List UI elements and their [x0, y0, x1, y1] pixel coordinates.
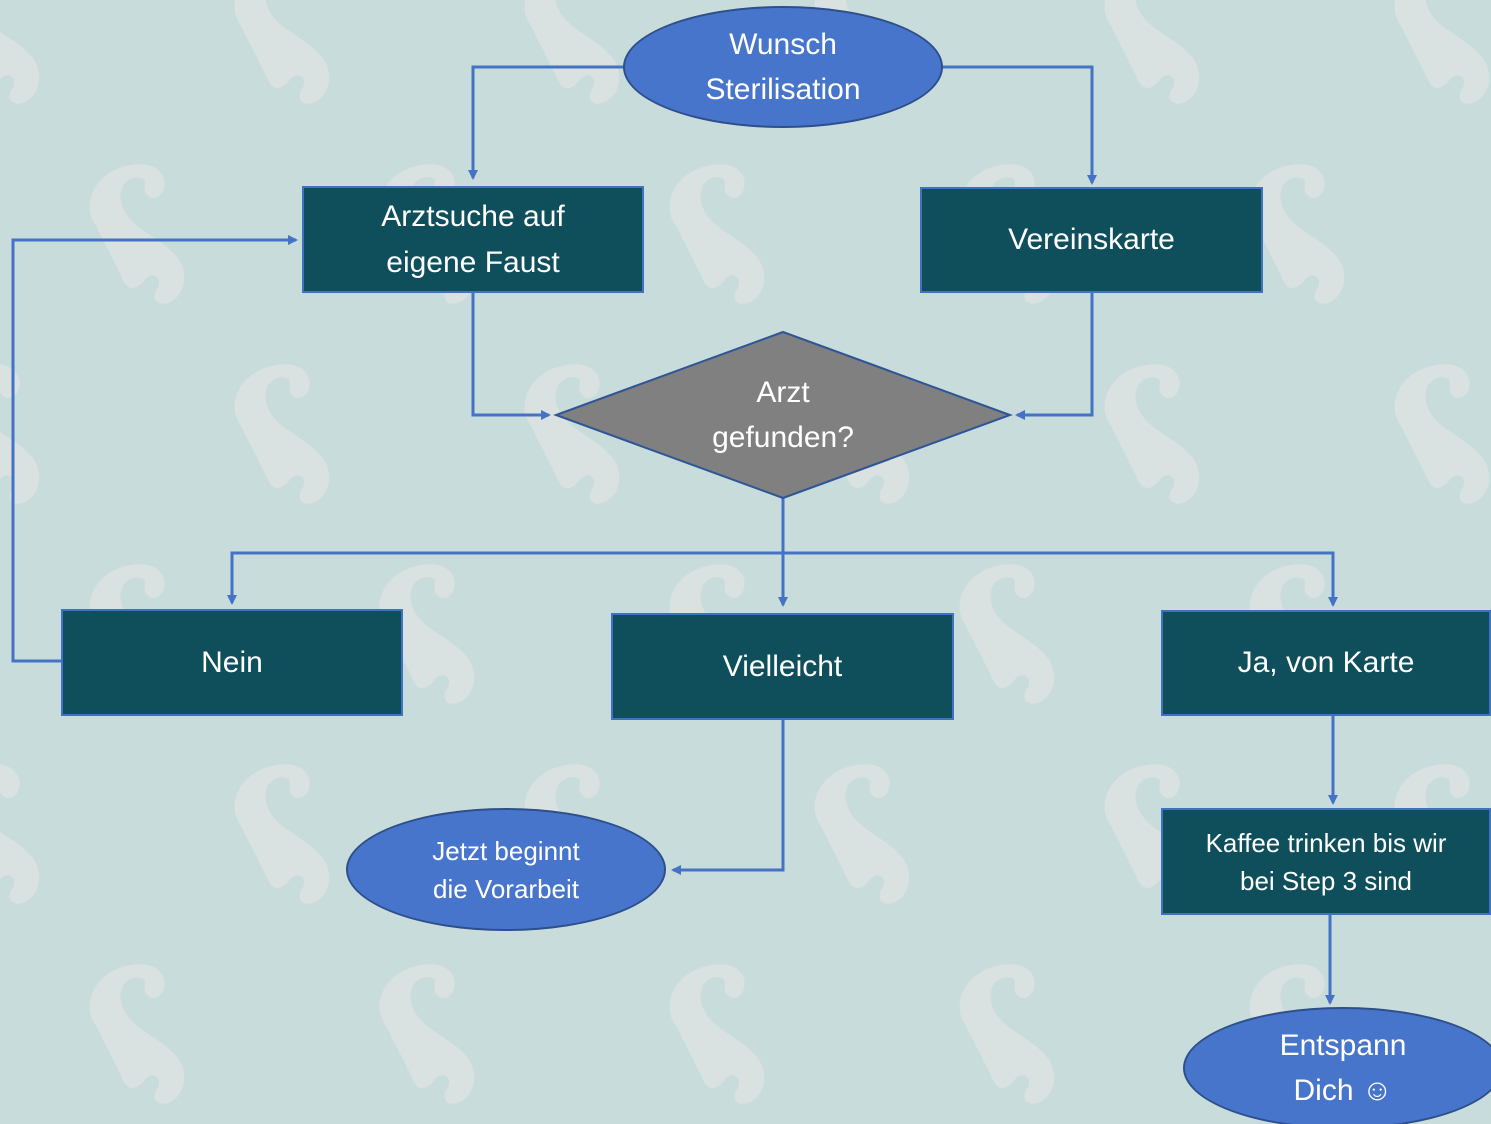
coffee-box: Kaffee trinken bis wir bei Step 3 sind: [1161, 808, 1491, 915]
edge-club-card-to-decision: [1015, 293, 1094, 420]
yes-card-box: Ja, von Karte: [1161, 610, 1491, 716]
edge-to-yes-card: [783, 551, 1338, 607]
decision-diamond: [553, 330, 1013, 500]
edge-to-no: [227, 551, 783, 605]
coffee-label: Kaffee trinken bis wir bei Step 3 sind: [1205, 827, 1447, 896]
self-search-label: Arztsuche auf eigene Faust: [381, 199, 565, 279]
start-label: Wunsch Sterilisation: [705, 28, 861, 106]
edge-no-loop-back: [11, 235, 298, 663]
club-card-label: Vereinskarte: [1008, 223, 1175, 256]
maybe-box: Vielleicht: [611, 613, 954, 720]
edge-start-to-self-search: [468, 65, 625, 180]
decision-label: Arzt gefunden?: [712, 376, 854, 454]
relax-label: Entspann Dich ☺: [1279, 1029, 1407, 1107]
prep-work-terminal: Jetzt beginnt die Vorarbeit: [346, 808, 666, 931]
yes-card-label: Ja, von Karte: [1237, 646, 1415, 679]
no-box: Nein: [61, 609, 403, 716]
edge-maybe-to-prep: [671, 720, 785, 875]
maybe-label: Vielleicht: [722, 649, 843, 683]
relax-terminal: Entspann Dich ☺: [1183, 1007, 1491, 1124]
no-label: Nein: [201, 645, 263, 679]
club-card-box: Vereinskarte: [920, 187, 1263, 293]
prep-work-label: Jetzt beginnt die Vorarbeit: [432, 835, 580, 904]
self-search-box: Arztsuche auf eigene Faust: [302, 186, 644, 293]
decision-label-wrap: Arzt gefunden?: [640, 370, 926, 460]
start-terminal: Wunsch Sterilisation: [623, 6, 943, 128]
edge-self-search-to-decision: [471, 293, 551, 420]
edge-start-to-club-card: [942, 65, 1097, 185]
